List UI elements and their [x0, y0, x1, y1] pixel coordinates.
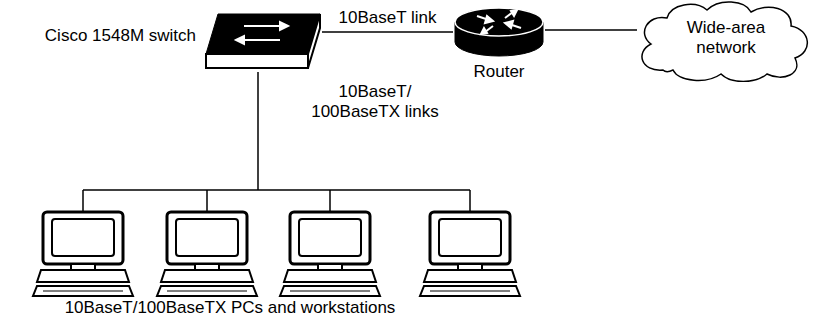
link-label: 10BaseT link [339, 8, 437, 28]
link-label: 10BaseT/ 100BaseTX links [300, 82, 450, 121]
caption-label: 10BaseT/100BaseTX PCs and workstations [20, 298, 440, 318]
switch-icon: Cisco 1548M switch [204, 10, 322, 72]
cloud-shape: Wide-area network [633, 0, 815, 82]
device-label: Router [453, 62, 545, 82]
router-icon: Router [453, 6, 545, 58]
switch-icon-outline [204, 10, 322, 72]
workstation-icons [33, 212, 520, 296]
router-icon-outline [453, 6, 545, 58]
device-heading: Cisco 1548M switch [45, 26, 196, 46]
network-link [322, 31, 453, 33]
cloud-label: Wide-area network [671, 18, 781, 57]
lan-wiring [83, 72, 470, 212]
network-link [545, 29, 637, 31]
